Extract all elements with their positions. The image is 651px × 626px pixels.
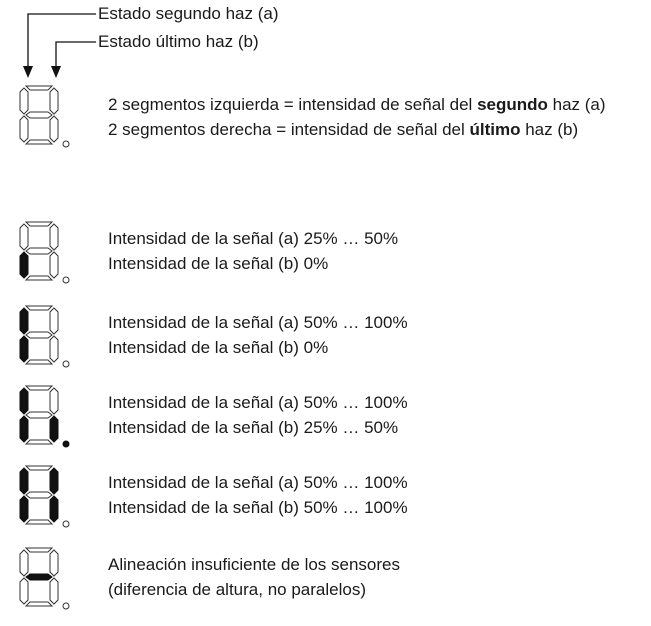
decimal-point	[62, 520, 70, 528]
segment-g	[25, 573, 53, 581]
segment-f	[19, 307, 29, 335]
decimal-point	[62, 602, 70, 610]
segment-a	[24, 305, 54, 311]
segment-e	[19, 115, 29, 143]
legend-left-segments: 2 segmentos izquierda = intensidad de se…	[108, 92, 648, 117]
decimal-point	[62, 140, 70, 148]
segment-e	[19, 415, 29, 443]
arrowhead-last-beam	[51, 66, 61, 78]
segment-b	[49, 223, 59, 251]
decimal-point	[62, 276, 70, 284]
legend-line2-text: 2 segmentos derecha = intensidad de seña…	[108, 120, 470, 139]
segment-f	[19, 467, 29, 495]
seven-segment-display	[19, 385, 70, 448]
segment-f	[19, 549, 29, 577]
status-line1: Alineación insuficiente de los sensores	[108, 555, 401, 574]
status-line1: Intensidad de la señal (a) 25% … 50%	[108, 229, 399, 248]
segment-g	[25, 491, 53, 499]
status-row-text: Alineación insuficiente de los sensores (…	[108, 552, 648, 602]
status-row-text: Intensidad de la señal (a) 50% … 100% Int…	[108, 310, 648, 360]
seven-segment-display	[19, 305, 70, 368]
legend-line2-bold: último	[469, 120, 521, 139]
status-row-text: Intensidad de la señal (a) 50% … 100% Int…	[108, 470, 648, 520]
segment-e	[19, 495, 29, 523]
segment-g	[25, 331, 53, 339]
segment-c	[49, 495, 59, 523]
segment-d	[24, 359, 54, 365]
segment-e	[19, 577, 29, 605]
segment-c	[49, 115, 59, 143]
segment-b	[49, 467, 59, 495]
segment-f	[19, 223, 29, 251]
arrowhead-second-beam	[23, 66, 33, 78]
arrow-second-beam	[27, 13, 96, 70]
status-line1: Intensidad de la señal (a) 50% … 100%	[108, 473, 408, 492]
segment-f	[19, 87, 29, 115]
legend-line1-end: haz (a)	[547, 95, 606, 114]
segment-d	[24, 439, 54, 445]
legend-line2-end: haz (b)	[520, 120, 579, 139]
seven-segment-display	[19, 547, 70, 610]
segment-c	[49, 335, 59, 363]
segment-f	[19, 387, 29, 415]
segment-c	[49, 415, 59, 443]
decimal-point	[62, 360, 70, 368]
segment-e	[19, 335, 29, 363]
legend-description: 2 segmentos izquierda = intensidad de se…	[108, 92, 648, 142]
segment-a	[24, 385, 54, 391]
segment-c	[49, 577, 59, 605]
segment-a	[24, 547, 54, 553]
segment-b	[49, 307, 59, 335]
status-line2: Intensidad de la señal (b) 50% … 100%	[108, 498, 408, 517]
segments	[19, 85, 59, 145]
status-line2: Intensidad de la señal (b) 0%	[108, 254, 329, 273]
decimal-point	[62, 440, 70, 448]
segment-d	[24, 275, 54, 281]
legend-right-segments: 2 segmentos derecha = intensidad de seña…	[108, 117, 648, 142]
seven-segment-display	[19, 465, 70, 528]
callout-last-beam: Estado último haz (b)	[98, 32, 259, 51]
segment-c	[49, 251, 59, 279]
callout-second-beam: Estado segundo haz (a)	[98, 4, 279, 23]
seven-segment-display	[19, 221, 70, 284]
status-line1: Intensidad de la señal (a) 50% … 100%	[108, 393, 408, 412]
arrow-last-beam	[55, 41, 96, 70]
segment-d	[24, 519, 54, 525]
legend-line1-text: 2 segmentos izquierda = intensidad de se…	[108, 95, 478, 114]
segment-a	[24, 85, 54, 91]
segment-g	[25, 111, 53, 119]
segment-e	[19, 251, 29, 279]
segment-a	[24, 221, 54, 227]
status-line2: Intensidad de la señal (b) 25% … 50%	[108, 418, 399, 437]
segment-b	[49, 549, 59, 577]
status-line2: Intensidad de la señal (b) 0%	[108, 338, 329, 357]
status-line2: (diferencia de altura, no paralelos)	[108, 580, 366, 599]
segment-a	[24, 465, 54, 471]
segment-g	[25, 247, 53, 255]
legend-line1-bold: segundo	[477, 95, 548, 114]
status-line1: Intensidad de la señal (a) 50% … 100%	[108, 313, 408, 332]
callout-arrows	[23, 13, 96, 78]
segment-b	[49, 387, 59, 415]
seven-segment-display-legend	[19, 85, 70, 148]
status-row-text: Intensidad de la señal (a) 50% … 100% Int…	[108, 390, 648, 440]
segment-g	[25, 411, 53, 419]
segment-d	[24, 139, 54, 145]
segment-b	[49, 87, 59, 115]
status-row-text: Intensidad de la señal (a) 25% … 50% Inte…	[108, 226, 648, 276]
